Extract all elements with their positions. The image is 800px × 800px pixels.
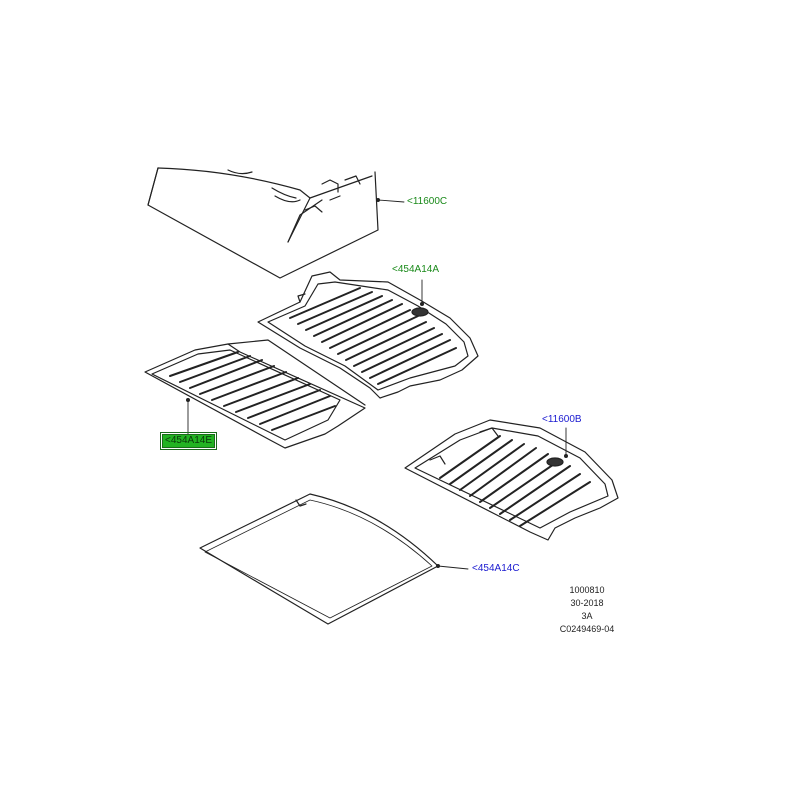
right-cargo-tray[interactable] — [404, 419, 619, 541]
callout-11600c[interactable]: <11600C — [407, 196, 448, 207]
leader-lines — [187, 199, 567, 570]
reference-number: 1000810 — [569, 585, 605, 595]
reference-code: C0249469-04 — [559, 624, 615, 634]
callout-454a14e[interactable]: <454A14E — [160, 432, 217, 450]
floor-cover-panel[interactable] — [147, 167, 379, 279]
callout-454a14c[interactable]: <454A14C — [472, 563, 520, 574]
bottom-floor-mat[interactable] — [199, 493, 439, 625]
reference-revision: 3A — [581, 611, 593, 621]
left-floor-mat[interactable] — [144, 339, 366, 449]
reference-date: 30-2018 — [570, 598, 604, 608]
callout-454a14a[interactable]: <454A14A — [392, 264, 439, 275]
callout-11600b[interactable]: <11600B — [542, 414, 582, 425]
